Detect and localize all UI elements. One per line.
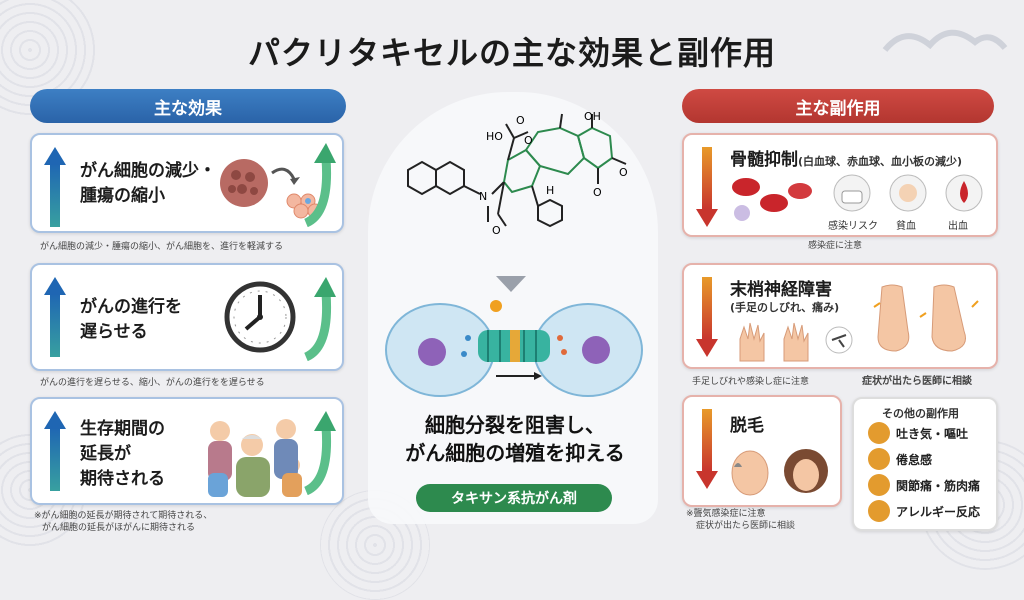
effect-note: がん細胞の減少・腫瘍の縮小、がん細胞を、進行を軽減する [40, 242, 284, 252]
atom-label: O [524, 134, 533, 147]
atom-label: O [492, 224, 501, 237]
effect-label: がんの進行を 遅らせる [80, 297, 182, 342]
family-icon [208, 419, 302, 497]
other-title: その他の副作用 [882, 407, 959, 420]
risk-label: 出血 [948, 221, 968, 232]
hair-loss-icon [731, 449, 828, 496]
side-effect-card: 骨髄抑制(白血球、赤血球、血小板の減少) 感染リスク 貧血 出血 [682, 133, 998, 237]
side-effect-subtitle: (手足のしびれ、痛み) [730, 301, 840, 314]
down-arrow-icon [696, 147, 718, 227]
joint-pain-icon [868, 474, 890, 496]
side-effect-card: 末梢神経障害 (手足のしびれ、痛み) [682, 263, 998, 369]
effect-card: がんの進行を 遅らせる [30, 263, 344, 371]
effect-note: がんの進行を遅らせる、縮小、がんの進行をを遅らせる [40, 378, 265, 388]
nausea-icon [868, 422, 890, 444]
growth-arrow-icon [303, 277, 336, 361]
other-item: 関節痛・筋肉痛 [868, 474, 980, 496]
fatigue-icon [868, 448, 890, 470]
side-effects-header: 主な副作用 [682, 89, 994, 123]
effect-note: ※がん細胞の延長が期待されて期待される、 [34, 511, 213, 521]
growth-arrow-icon [303, 411, 336, 495]
atom-label: HO [486, 130, 503, 143]
atom-label: OH [584, 110, 601, 123]
other-item: 倦怠感 [868, 448, 932, 470]
side-effect-note: ※聾気感染症に注意 [686, 509, 766, 519]
down-triangle-icon [496, 276, 526, 292]
feet-icon [873, 284, 979, 352]
down-arrow-icon [696, 277, 718, 357]
paclitaxel-structure: O OH HO O N H O O O [407, 110, 628, 237]
mechanism-text: がん細胞の増殖を抑える [405, 441, 625, 465]
effect-card: がん細胞の減少・ 腫瘍の縮小 [30, 133, 344, 233]
atom-label: O [619, 166, 628, 179]
blood-drop-icon [945, 174, 983, 212]
clock-icon [224, 281, 296, 353]
other-item: 吐き気・嘔吐 [868, 422, 968, 444]
risk-label: 感染リスク [828, 221, 878, 232]
side-effect-note: 手足しびれや感染し症に注意 [692, 377, 810, 387]
up-arrow-icon [44, 147, 66, 227]
drug-class-badge: タキサン系抗がん剤 [416, 484, 612, 512]
side-effect-note: 症状が出たら医師に相談 [862, 376, 972, 387]
blood-cells-icon [732, 178, 812, 221]
page-title: パクリタキセルの主な効果と副作用 [247, 34, 776, 72]
effect-note: がん細胞の延長がほがんに期待される [42, 523, 196, 533]
effect-card: 生存期間の 延長が 期待される [30, 397, 344, 505]
cancer-cell-icon [220, 159, 323, 219]
side-effect-title: 末梢神経障害 [730, 280, 832, 300]
down-arrow-icon [696, 409, 718, 489]
main-effects-header: 主な効果 [30, 89, 346, 123]
nerve-icon [825, 326, 853, 354]
growth-arrow-icon [303, 143, 336, 227]
allergy-icon [868, 500, 890, 522]
atom-label: N [479, 190, 487, 203]
side-effect-title: 骨髄抑制(白血球、赤血球、血小板の減少) [730, 150, 963, 170]
mechanism-text: 細胞分裂を阻害し、 [425, 413, 605, 437]
anemia-icon [889, 174, 927, 212]
effect-label: 生存期間の 延長が 期待される [80, 419, 165, 489]
cloud-decoration [882, 29, 1008, 52]
effect-label: がん細胞の減少・ 腫瘍の縮小 [80, 161, 216, 206]
cell-division-illustration [385, 300, 643, 397]
atom-label: O [593, 186, 602, 199]
side-effect-title: 脱毛 [730, 416, 764, 436]
side-effect-note: 感染症に注意 [808, 241, 863, 251]
atom-label: O [516, 114, 525, 127]
risk-label: 貧血 [896, 221, 916, 232]
mask-icon [833, 174, 871, 212]
side-effect-card: 脱毛 [682, 395, 842, 507]
atom-label: H [546, 184, 554, 197]
hands-icon [739, 322, 809, 362]
up-arrow-icon [44, 411, 66, 491]
other-item: アレルギー反応 [868, 500, 980, 522]
side-effect-note: 症状が出たら医師に相談 [696, 521, 796, 531]
up-arrow-icon [44, 277, 66, 357]
